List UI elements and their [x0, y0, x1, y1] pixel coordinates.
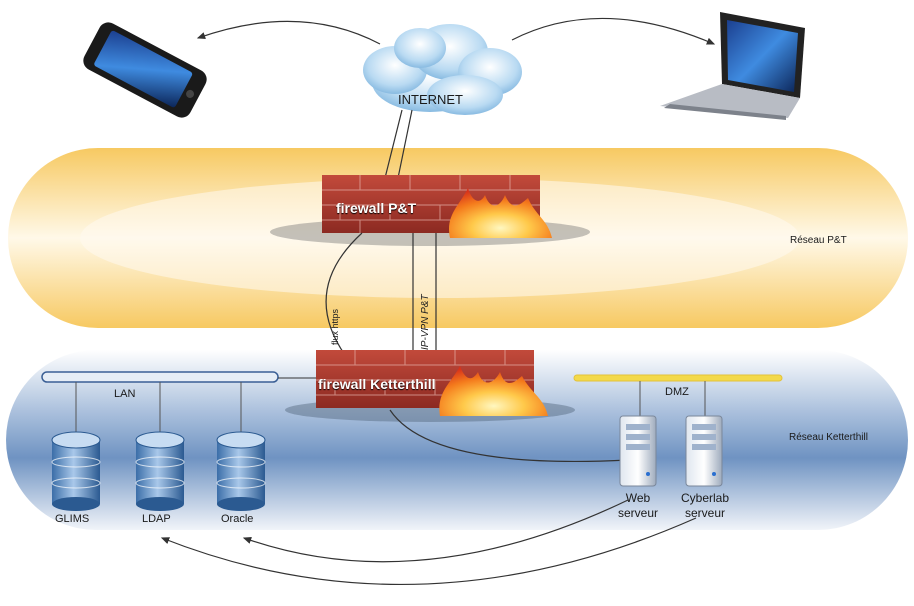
ketterthill-zone-label: Réseau Ketterthill — [789, 432, 868, 443]
internet-link-line-2 — [397, 109, 413, 179]
web-server-icon — [619, 415, 657, 487]
web-server-label-line2: serveur — [617, 506, 658, 520]
https-flow-line — [325, 232, 363, 356]
lan-bar — [41, 371, 316, 432]
fire-icon-2 — [439, 366, 548, 416]
pt-zone-label: Réseau P&T — [790, 235, 847, 246]
laptop-icon — [660, 12, 805, 120]
cyberlab-server-label: Cyberlab serveur — [670, 491, 740, 521]
internet-cloud-icon — [363, 24, 522, 115]
database-oracle-icon — [216, 431, 266, 511]
database-ldap-label: LDAP — [142, 513, 171, 525]
firewall-to-web-server-line — [389, 409, 629, 462]
vpn-flow-label: IP-VPN P&T — [420, 294, 431, 350]
dmz-bar — [573, 374, 783, 382]
cyberlab-server-label-line1: Cyberlab — [680, 491, 730, 505]
web-server-label: Web serveur — [608, 491, 668, 521]
web-server-label-line1: Web — [625, 491, 651, 505]
firewall-ketterthill-label: firewall Ketterthill — [318, 376, 436, 392]
firewall-pt-icon — [270, 175, 590, 246]
firewall-pt-label: firewall P&T — [336, 200, 417, 216]
smartphone-icon — [83, 22, 207, 118]
cyberlab-to-ldap-arrow — [160, 517, 697, 586]
fire-icon — [449, 188, 552, 238]
internet-to-laptop-arrow — [511, 17, 716, 45]
cyberlab-server-icon — [685, 415, 723, 487]
database-ldap-icon — [135, 431, 185, 511]
internet-link-line — [384, 109, 403, 179]
dmz-label: DMZ — [665, 386, 689, 398]
database-glims-icon — [51, 431, 101, 511]
internet-label: INTERNET — [398, 92, 463, 107]
web-to-oracle-arrow — [242, 499, 629, 563]
database-oracle-label: Oracle — [221, 513, 254, 525]
internet-to-phone-arrow — [196, 20, 381, 45]
lan-label: LAN — [114, 388, 136, 400]
firewall-ketterthill-icon — [285, 350, 575, 422]
cyberlab-server-label-line2: serveur — [684, 506, 725, 520]
database-glims-label: GLIMS — [55, 513, 90, 525]
https-flow-label: flux https — [330, 308, 340, 345]
